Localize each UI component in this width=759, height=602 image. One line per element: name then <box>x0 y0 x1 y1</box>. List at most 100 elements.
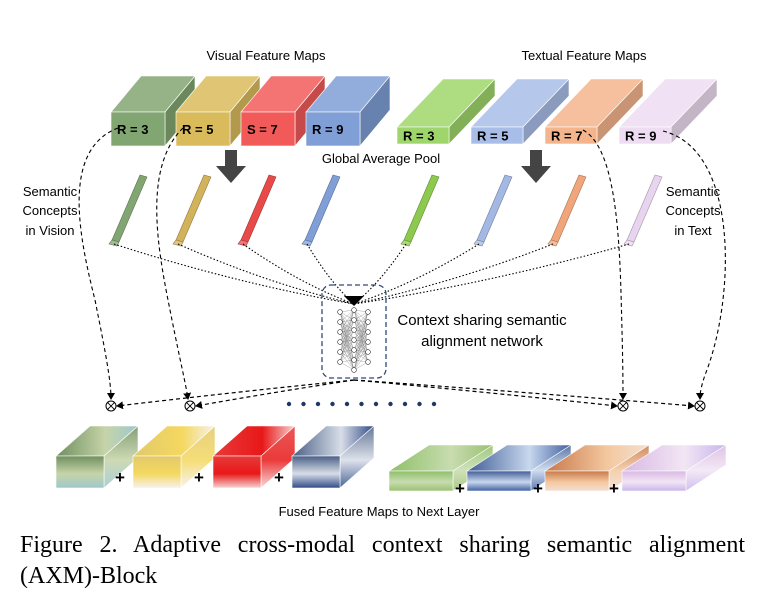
kernel-size-label: S = 7 <box>247 122 278 137</box>
svg-text:Semantic: Semantic <box>666 184 721 199</box>
svg-text:in Vision: in Vision <box>26 223 75 238</box>
fused-feature-map-8 <box>620 444 728 492</box>
fused-maps-label: Fused Feature Maps to Next Layer <box>279 504 481 519</box>
multiply-node <box>105 400 117 412</box>
visual-feature-map-3: S = 7 <box>240 75 326 147</box>
fused-feature-maps: + + + + + + <box>55 425 728 498</box>
kernel-size-label: R = 3 <box>117 122 148 137</box>
fused-feature-map-5 <box>387 444 495 492</box>
network-output-lines <box>116 379 695 410</box>
neuron <box>351 337 357 343</box>
kernel-size-label: R = 7 <box>551 129 582 144</box>
neuron <box>337 349 343 355</box>
neuron <box>365 319 371 325</box>
fused-feature-map-1 <box>55 425 139 489</box>
textual-feature-map-4: R = 9 <box>618 78 718 145</box>
dotted-convergence-lines <box>113 243 630 306</box>
semantic-concept-vector <box>623 174 663 247</box>
plus-sign: + <box>274 468 284 487</box>
plus-sign: + <box>194 468 204 487</box>
neuron <box>337 339 343 345</box>
dashed-skip-curves <box>78 127 726 400</box>
plus-sign: + <box>115 468 125 487</box>
kernel-size-label: R = 9 <box>312 122 343 137</box>
svg-text:Context sharing semantic: Context sharing semantic <box>397 312 567 329</box>
fused-feature-map-4 <box>291 425 375 489</box>
plus-sign: + <box>609 479 619 498</box>
ellipsis-dot <box>301 401 306 407</box>
ellipsis-dot <box>286 401 292 407</box>
ellipsis-dot <box>431 401 437 407</box>
pool-arrow-textual <box>521 150 551 183</box>
svg-text:alignment network: alignment network <box>421 333 543 350</box>
concept-to-network-line <box>177 243 355 305</box>
concept-to-network-line <box>353 243 407 305</box>
fused-feature-map-2 <box>132 425 216 489</box>
semantic-concept-vector <box>237 174 277 247</box>
plus-sign: + <box>455 479 465 498</box>
neuron <box>351 357 357 363</box>
neuron <box>365 329 371 335</box>
figure-caption: Figure 2. Adaptive cross-modal context s… <box>20 532 745 589</box>
pool-arrow-visual <box>216 150 246 183</box>
semantic-concept-vector <box>473 174 513 247</box>
ellipsis-dot <box>330 401 335 407</box>
dashed-skip-curve <box>78 127 119 400</box>
neuron <box>351 327 357 333</box>
neuron <box>337 359 343 365</box>
semantic-concept-vector <box>301 174 341 247</box>
neuron <box>365 309 371 315</box>
concept-to-network-line <box>113 243 355 305</box>
semantic-concepts-vision-label: Semantic Concepts in Vision <box>23 184 78 238</box>
ellipsis-dot <box>402 401 408 407</box>
kernel-size-label: R = 3 <box>403 129 434 144</box>
ellipsis-dots <box>286 401 437 407</box>
visual-feature-map-4: R = 9 <box>305 75 391 147</box>
neuron <box>351 307 357 313</box>
neural-network-icon <box>337 307 371 373</box>
neuron <box>365 349 371 355</box>
neuron <box>351 347 357 353</box>
neuron <box>351 317 357 323</box>
textual-feature-map-2: R = 5 <box>470 78 570 145</box>
neuron <box>337 329 343 335</box>
semantic-concept-vector <box>108 174 148 247</box>
concept-to-network-line <box>306 243 355 305</box>
dashed-skip-curve <box>662 130 726 400</box>
ellipsis-dot <box>373 401 379 407</box>
multiply-node <box>694 400 706 412</box>
plus-sign: + <box>533 479 543 498</box>
textual-feature-map-1: R = 3 <box>396 78 496 145</box>
fused-feature-map-6 <box>465 444 573 492</box>
visual-maps-title: Visual Feature Maps <box>207 48 326 63</box>
fused-feature-map-3 <box>212 425 296 489</box>
concept-to-network-line <box>353 243 554 305</box>
kernel-size-label: R = 5 <box>477 129 508 144</box>
svg-text:Concepts: Concepts <box>666 203 721 218</box>
semantic-concept-vector <box>172 174 212 247</box>
concept-to-network-line <box>353 243 480 305</box>
kernel-size-label: R = 9 <box>625 129 656 144</box>
network-to-multiply-line <box>195 379 355 409</box>
kernel-size-label: R = 5 <box>182 122 213 137</box>
global-average-pool-label: Global Average Pool <box>322 151 440 166</box>
network-to-multiply-line <box>353 379 618 410</box>
dashed-skip-curve <box>156 127 192 400</box>
neuron <box>365 339 371 345</box>
network-to-multiply-line <box>116 379 355 410</box>
neuron <box>351 367 357 373</box>
multiply-node <box>617 400 629 412</box>
ellipsis-dot <box>359 401 364 407</box>
neuron <box>337 309 343 315</box>
network-to-multiply-line <box>353 379 695 410</box>
multiply-node <box>184 400 196 412</box>
ellipsis-dot <box>344 401 350 407</box>
semantic-concept-vector <box>400 174 440 247</box>
neuron <box>337 319 343 325</box>
multiply-nodes <box>105 400 706 412</box>
feature-map-blocks: R = 3 R = 5 S = 7 R = 9 R = 3 R = 5 R = 7 R = 9 <box>110 75 718 147</box>
textual-maps-title: Textual Feature Maps <box>521 48 647 63</box>
ellipsis-dot <box>388 401 393 407</box>
concept-to-network-line <box>353 243 630 305</box>
